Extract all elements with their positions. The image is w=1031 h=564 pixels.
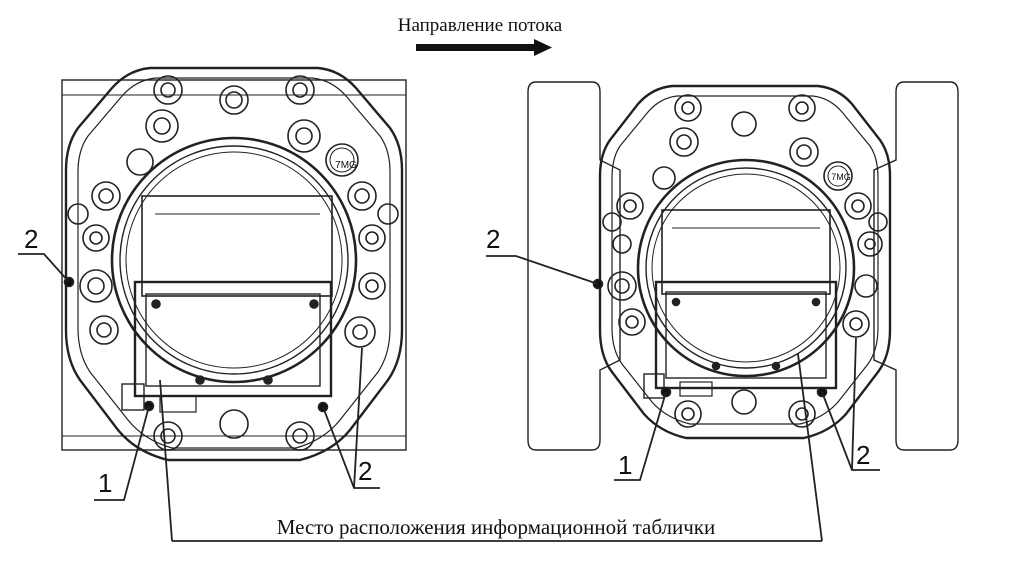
callouts-left: 2 1 2 [18, 224, 380, 501]
callout-1-left: 1 [98, 468, 112, 498]
callout-2-right-bottom: 2 [856, 440, 870, 470]
flow-direction: Направление потока [398, 15, 563, 56]
badge-label-left: 7MG [335, 160, 357, 171]
flow-direction-label: Направление потока [398, 15, 563, 36]
flow-arrow-icon [416, 39, 552, 56]
nameplate-location: Место расположения информационной таблич… [159, 353, 823, 542]
nameplate-location-label: Место расположения информационной таблич… [277, 515, 716, 539]
badge-label-right: 7MG [831, 172, 851, 182]
callout-1-right: 1 [618, 450, 632, 480]
callouts-right: 2 1 2 [486, 224, 880, 481]
callout-2-left-side: 2 [24, 224, 38, 254]
callout-2-right-side: 2 [486, 224, 500, 254]
callout-2-left-bottom: 2 [358, 456, 372, 486]
meter-view-left [61, 66, 407, 462]
meter-view-right [527, 81, 959, 451]
